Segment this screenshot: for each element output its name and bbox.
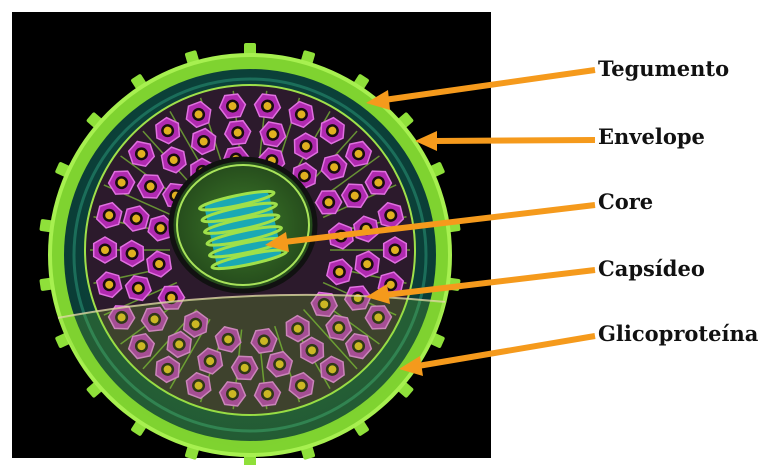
- capsomer: [384, 237, 407, 263]
- capsomer: [94, 237, 117, 263]
- label-tegumento: Tegumento: [598, 58, 729, 79]
- arrow-envelope: [434, 140, 595, 141]
- label-capsideo: Capsídeo: [598, 258, 705, 279]
- label-envelope: Envelope: [598, 126, 705, 147]
- label-glicoproteina: Glicoproteína: [598, 323, 758, 344]
- label-core: Core: [598, 191, 653, 212]
